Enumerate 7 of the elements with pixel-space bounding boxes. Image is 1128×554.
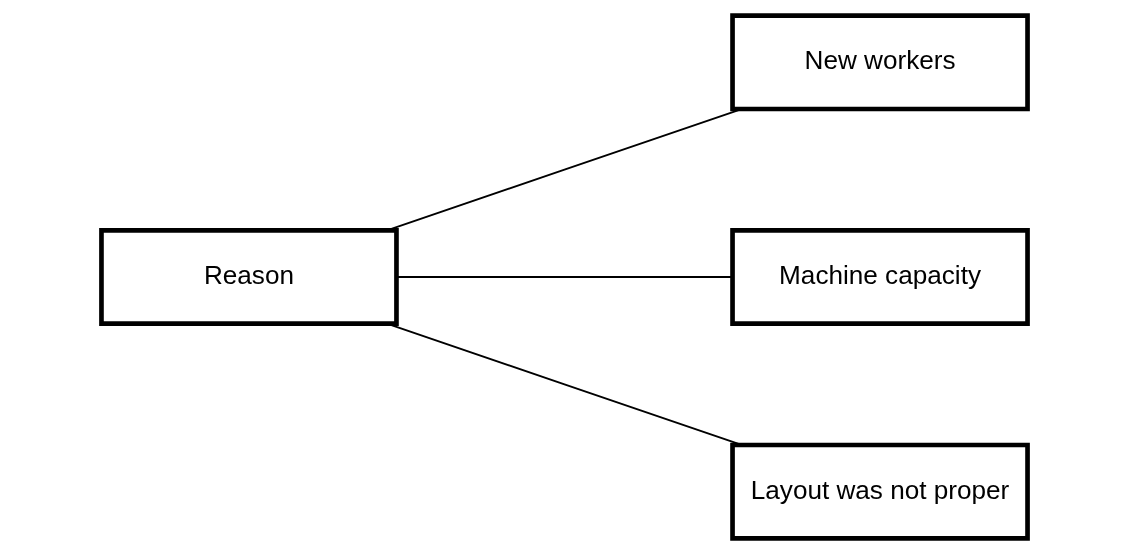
node-box: Layout was not proper [729, 442, 1030, 541]
connector [386, 108, 742, 232]
node-box: New workers [729, 13, 1030, 112]
connector [395, 276, 733, 278]
node-box: Reason [98, 228, 399, 326]
connector [386, 322, 742, 446]
node-box: Machine capacity [729, 228, 1030, 326]
